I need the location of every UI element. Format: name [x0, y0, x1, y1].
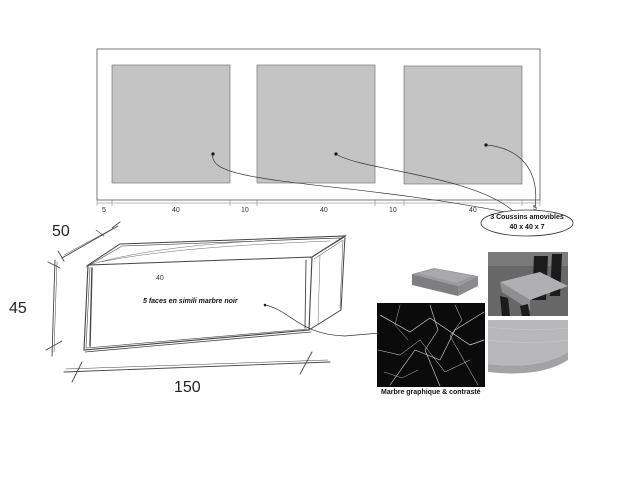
dim-label-10-2: 10	[389, 207, 397, 214]
dim-label-5-right: 5	[533, 205, 537, 212]
leader-cushion-3	[485, 144, 537, 209]
cushion-callout-line2: 40 x 40 x 7	[509, 224, 545, 231]
dim-label-5-left: 5	[102, 207, 106, 214]
cushion-callout-ellipse	[480, 209, 574, 237]
chair-photo	[488, 252, 568, 316]
length-label: 150	[174, 379, 201, 396]
cushion-photo	[398, 258, 484, 298]
cushion-callout-line1: 3 Coussins amovibles	[490, 214, 564, 221]
marble-photo	[377, 303, 485, 401]
length-dimension	[63, 351, 331, 383]
dim-label-40-1: 40	[172, 207, 180, 214]
marble-note: 5 faces en simili marbre noir	[143, 298, 238, 305]
dim-label-10-1: 10	[241, 207, 249, 214]
height-dimension	[45, 259, 63, 357]
fabric-photo	[487, 320, 569, 387]
depth-dimension	[57, 221, 121, 262]
bench-sketch	[83, 235, 347, 353]
dim-label-40-3: 40	[469, 207, 477, 214]
leader-marble	[264, 304, 381, 337]
sketch-inner-40: 40	[156, 275, 164, 282]
cushion-2	[256, 64, 376, 184]
cushion-3	[403, 65, 523, 185]
marble-caption: Marbre graphique & contrasté	[381, 389, 481, 396]
plan-frame	[96, 48, 541, 201]
cushion-1	[111, 64, 231, 184]
leader-cushion-1	[212, 153, 506, 213]
height-label: 45	[9, 300, 27, 317]
leader-cushion-2	[335, 153, 513, 211]
depth-label: 50	[52, 223, 70, 240]
dim-label-40-2: 40	[320, 207, 328, 214]
